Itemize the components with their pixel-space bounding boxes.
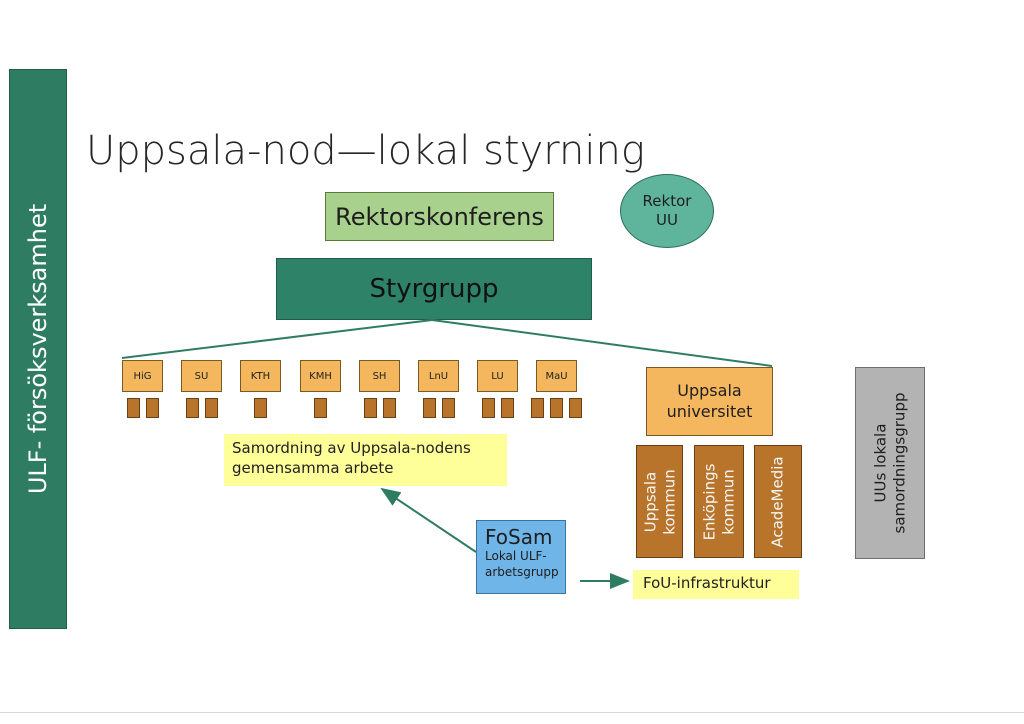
fosam-box: FoSam Lokal ULF-arbetsgrupp: [476, 520, 566, 594]
uu-line-2: universitet: [666, 401, 753, 421]
fou-infrastruktur-note: FoU-infrastruktur: [633, 570, 799, 599]
university-mau-unit: [569, 398, 582, 418]
university-sh-unit: [364, 398, 377, 418]
university-mau-unit: [550, 398, 563, 418]
fosam-subtitle: Lokal ULF-arbetsgrupp: [485, 549, 559, 579]
rektorskonferens-box: Rektorskonferens: [325, 192, 554, 241]
university-lnu-unit: [442, 398, 455, 418]
university-hig-box: HiG: [122, 360, 163, 392]
partner-uppsala-kommun-line-2: kommun: [659, 468, 678, 535]
university-mau-box: MaU: [536, 360, 577, 392]
fosam-title: FoSam: [485, 525, 553, 549]
university-hig-unit: [127, 398, 140, 418]
university-sh-box: SH: [359, 360, 400, 392]
sidebar-banner: ULF- försöksverksamhet: [9, 69, 67, 629]
university-lnu-box: LnU: [418, 360, 459, 392]
partner-enkopings-kommun-line-1: Enköpings: [700, 463, 719, 540]
partner-academedia: AcadeMedia: [754, 445, 802, 558]
rektor-uu-circle: Rektor UU: [620, 174, 714, 248]
uppsala-universitet-box: Uppsala universitet: [646, 367, 773, 436]
university-su-unit: [205, 398, 218, 418]
university-kmh-unit: [314, 398, 327, 418]
partner-uppsala-kommun: Uppsala kommun: [636, 445, 683, 558]
university-sh-unit: [383, 398, 396, 418]
partner-uppsala-kommun-line-1: Uppsala: [640, 471, 659, 532]
university-kth-box: KTH: [240, 360, 281, 392]
partner-enkopings-kommun-line-2: kommun: [719, 468, 737, 535]
university-su-box: SU: [181, 360, 222, 392]
arrow-fosam-to-samordning: [380, 487, 477, 553]
line-styr-to-uu: [431, 319, 773, 367]
page-bottom-edge: [0, 712, 1024, 713]
uu-line-1: Uppsala: [677, 380, 742, 400]
page-title: Uppsala-nod—lokal styrning: [86, 128, 645, 174]
university-kmh-box: KMH: [300, 360, 341, 392]
partner-academedia-line-1: AcadeMedia: [768, 455, 787, 548]
university-kth-unit: [254, 398, 267, 418]
partner-enkopings-kommun: Enköpings kommun: [694, 445, 744, 558]
university-hig-unit: [146, 398, 159, 418]
rektor-line-1: Rektor: [642, 192, 692, 211]
rektor-line-2: UU: [656, 211, 678, 229]
uus-lokala-samordningsgrupp-box: UUs lokala samordningsgrupp: [855, 367, 925, 559]
line-styr-to-hig: [121, 319, 433, 359]
uus-lokala-line-2: samordningsgrupp: [890, 392, 908, 534]
university-lnu-unit: [423, 398, 436, 418]
uus-lokala-line-1: UUs lokala: [871, 423, 890, 503]
university-mau-unit: [531, 398, 544, 418]
university-su-unit: [186, 398, 199, 418]
samordning-note: Samordning av Uppsala-nodens gemensamma …: [224, 434, 507, 486]
university-lu-unit: [482, 398, 495, 418]
university-lu-unit: [501, 398, 514, 418]
university-lu-box: LU: [477, 360, 518, 392]
